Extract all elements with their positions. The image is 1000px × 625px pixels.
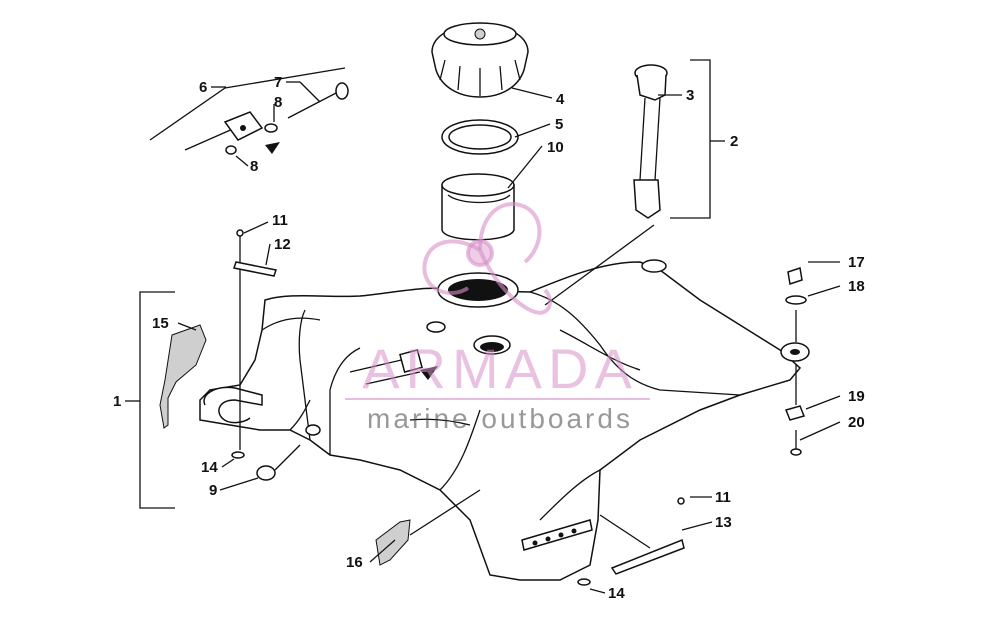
callout-10: 10 xyxy=(547,139,564,156)
watermark-subtitle: marine outboards xyxy=(367,403,633,434)
callout-8-upper: 8 xyxy=(274,94,282,111)
callout-5: 5 xyxy=(555,116,563,133)
watermark-logo-icon xyxy=(422,202,552,315)
callout-13: 13 xyxy=(715,514,732,531)
callout-labels: 1 2 3 4 5 6 7 8 8 9 10 11 11 12 13 14 14… xyxy=(113,74,865,602)
bracket-bolts xyxy=(184,82,349,155)
callout-11-right: 11 xyxy=(715,489,731,506)
callout-12: 12 xyxy=(274,236,291,253)
callout-2: 2 xyxy=(730,133,738,150)
watermark-title: ARMADA xyxy=(362,337,638,400)
fuel-cap xyxy=(431,22,529,98)
callout-17: 17 xyxy=(848,254,865,271)
callout-19: 19 xyxy=(848,388,865,405)
o-ring xyxy=(441,119,519,155)
callout-20: 20 xyxy=(848,414,865,431)
callout-7: 7 xyxy=(274,74,282,91)
callout-16: 16 xyxy=(346,554,363,571)
callout-4: 4 xyxy=(556,91,565,108)
fuel-sender xyxy=(633,64,668,219)
filler-sleeve xyxy=(441,173,515,241)
callout-18: 18 xyxy=(848,278,865,295)
small-parts xyxy=(159,229,807,586)
callout-14-right: 14 xyxy=(608,585,625,602)
side-bolts xyxy=(349,349,438,385)
callout-6: 6 xyxy=(199,79,207,96)
callout-3: 3 xyxy=(686,87,694,104)
fuel-tank xyxy=(199,259,810,581)
callout-8-lower: 8 xyxy=(250,158,258,175)
callout-14-left: 14 xyxy=(201,459,218,476)
callout-9: 9 xyxy=(209,482,217,499)
leader-lines xyxy=(125,59,841,594)
callout-1: 1 xyxy=(113,393,121,410)
callout-11-left: 11 xyxy=(272,212,288,229)
callout-15: 15 xyxy=(152,315,169,332)
watermark: ARMADA marine outboards xyxy=(345,202,650,434)
